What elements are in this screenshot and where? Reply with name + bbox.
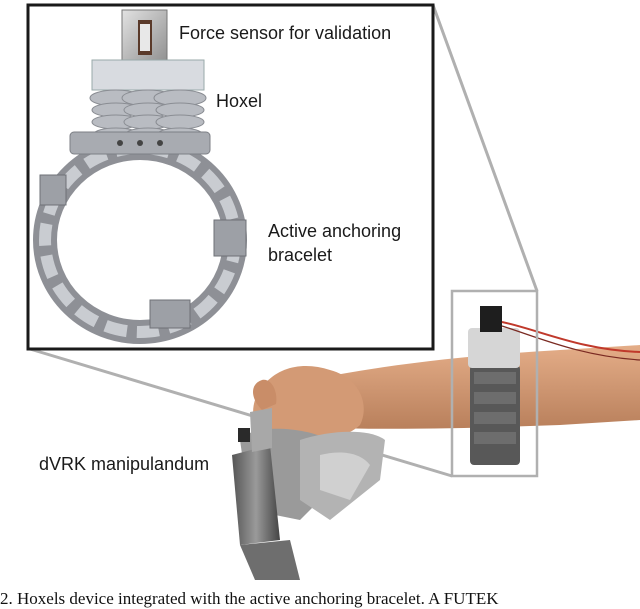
label-bracelet-line2: bracelet bbox=[268, 245, 333, 265]
label-manipulandum: dVRK manipulandum bbox=[39, 454, 210, 474]
photo-bracelet bbox=[468, 306, 640, 465]
bracelet-render bbox=[33, 131, 247, 344]
dvrk-manipulandum bbox=[232, 408, 385, 580]
inset-render bbox=[26, 3, 435, 351]
label-bracelet-line1: Active anchoring bbox=[268, 221, 402, 241]
label-hoxel: Hoxel bbox=[216, 91, 263, 111]
hand bbox=[253, 365, 364, 444]
label-force-sensor: Force sensor for validation bbox=[179, 23, 392, 43]
photo-arm-with-manipulandum bbox=[232, 289, 640, 580]
figure-caption: 2. Hoxels device integrated with the act… bbox=[0, 589, 499, 608]
force-sensor-render bbox=[91, 9, 205, 91]
photo-highlight-box bbox=[450, 289, 539, 478]
